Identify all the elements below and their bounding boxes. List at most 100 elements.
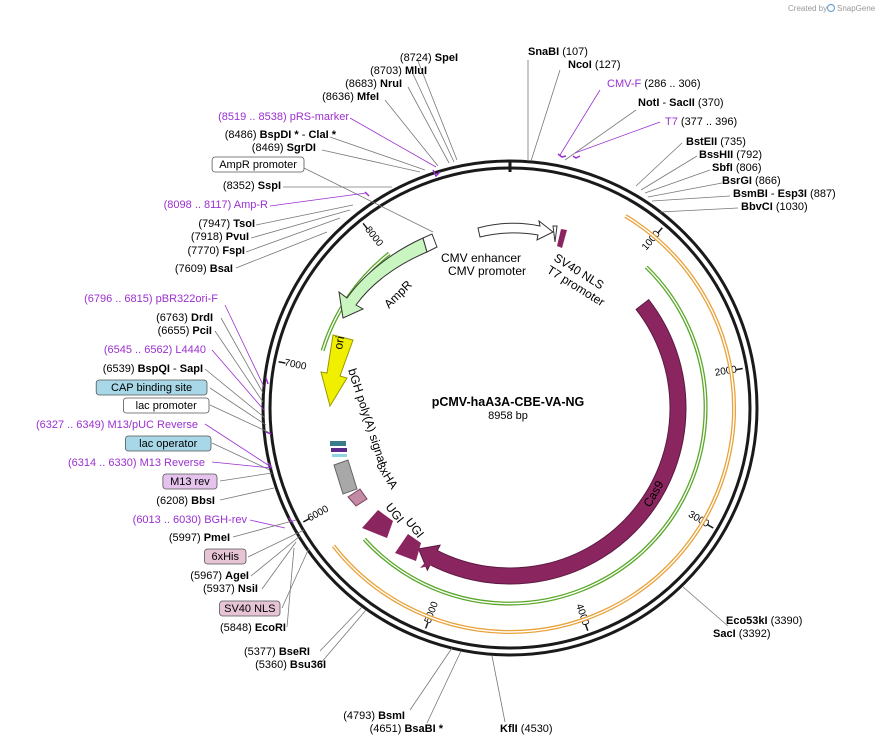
feature-box-label-31: SV40 NLS [224, 603, 275, 615]
left-label-33: (5377) BseRI [244, 646, 310, 658]
left-label-17: (6545 .. 6562) L4440 [104, 344, 206, 356]
left-label-2: (8683) NruI [345, 78, 402, 90]
feature-box-31 [219, 600, 281, 617]
left-label-27: (5997) PmeI [169, 532, 230, 544]
m13-mark [331, 448, 347, 452]
left-label-3: (8636) MfeI [322, 91, 379, 103]
left-label-34: (5360) Bsu36I [255, 659, 326, 671]
tick-2000 [735, 367, 743, 371]
left-label-21: (6327 .. 6349) M13/pUC Reverse [36, 419, 198, 431]
leader-lines [204, 60, 739, 724]
left-label-0: (8724) SpeI [400, 52, 458, 64]
left-label-30: (5937) NsiI [203, 583, 258, 595]
left-label-23: (6314 .. 6330) M13 Reverse [68, 457, 205, 469]
right-label-1: BssHII (792) [699, 149, 762, 161]
left-label-18: (6539) BspQI - SapI [103, 363, 203, 375]
left-label-32: (5848) EcoRI [220, 622, 286, 634]
left-label-16: (6655) PciI [158, 325, 212, 337]
feature-box-label-24: M13 rev [170, 476, 210, 488]
tick-8000 [362, 222, 369, 230]
bottom-label-1: (4651) BsaBI * [370, 723, 444, 735]
left-label-4: (8519 .. 8538) pRS-marker [218, 111, 349, 123]
top-label-2: CMV-F (286 .. 306) [607, 78, 701, 90]
plasmid-size: 8958 bp [488, 410, 528, 422]
left-label-12: (7770) FspI [188, 245, 245, 257]
feature-box-19 [95, 379, 208, 396]
top-label-1: NcoI (127) [568, 59, 621, 71]
right-labels: BstEII (735)BssHII (792)SbfI (806)BsrGI … [686, 136, 836, 640]
cas9-feature [417, 298, 687, 585]
left-label-26: (6013 .. 6030) BGH-rev [133, 514, 248, 526]
left-label-11: (7918) PvuI [191, 231, 249, 243]
tick-4000 [584, 623, 589, 632]
feature-box-7 [211, 156, 305, 173]
ugi-arrow-2 [395, 534, 421, 561]
feature-box-label-7: AmpR promoter [219, 159, 297, 171]
feature-box-24 [162, 473, 218, 490]
top-label-0: SnaBI (107) [528, 46, 588, 58]
cmv-feature [477, 219, 554, 241]
left-label-10: (7947) TsoI [198, 218, 255, 230]
left-label-8: (8352) SspI [223, 180, 281, 192]
bottom-labels: (4793) BsmI(4651) BsaBI * KflI (4530) [343, 710, 552, 735]
plasmid-name: pCMV-haA3A-CBE-VA-NG [432, 395, 585, 409]
tick-5000 [424, 621, 429, 629]
tick-6000 [302, 517, 310, 523]
snapgene-logo [826, 3, 836, 13]
tick-label-8000: 8000 [362, 225, 385, 250]
left-label-1: (8703) MluI [370, 65, 427, 77]
right-label-5: BbvCI (1030) [741, 201, 808, 213]
cmv-enhancer-label: CMV enhancer [441, 251, 521, 265]
left-label-29: (5967) AgeI [190, 570, 249, 582]
feature-box-label-28: 6xHis [211, 551, 239, 563]
right-label-3: BsrGI (866) [722, 175, 781, 187]
bgh-label: bGH poly(A) signal [345, 367, 389, 467]
left-label-5: (8486) BspDI * - ClaI * [225, 129, 337, 141]
bottom-label-2: KflI (4530) [500, 723, 553, 735]
left-label-13: (7609) BsaI [175, 263, 233, 275]
lac-operator-mark [330, 441, 346, 446]
primer-marks [265, 153, 581, 524]
tick-3000 [706, 523, 714, 529]
bottom-label-0: (4793) BsmI [343, 710, 405, 722]
cmv-promoter-label: CMV promoter [448, 264, 526, 278]
right-label-7: SacI (3392) [713, 628, 771, 640]
tick-1000 [657, 227, 663, 234]
sv40-nls-mark [557, 229, 567, 248]
ampr-feature [338, 237, 428, 319]
t7-mark [552, 225, 558, 243]
left-label-14: (6796 .. 6815) pBR322ori-F [84, 293, 218, 305]
orf-band-core [332, 215, 735, 633]
right-label-4: BsmBI - Esp3I (887) [733, 188, 836, 200]
feature-box-28 [204, 548, 247, 565]
left-label-6: (8469) SgrDI [252, 142, 316, 154]
tick-label-2000: 2000 [714, 364, 738, 379]
tick-label-6000: 6000 [306, 504, 331, 525]
right-label-2: SbfI (806) [712, 162, 762, 174]
top-labels: SnaBI (107)NcoI (127) CMV-F (286 .. 306) N… [528, 46, 737, 128]
credit-text: Created by [788, 4, 827, 13]
feature-box-22 [125, 435, 212, 452]
tick-label-7000: 7000 [283, 358, 307, 373]
bgh-polya-feature [333, 459, 358, 495]
feature-box-label-20: lac promoter [136, 400, 197, 412]
cap-mark [332, 454, 347, 457]
feature-box-label-19: CAP binding site [111, 382, 192, 394]
top-label-3: NotI - SacII (370) [638, 97, 724, 109]
orf-arrow-main-core [363, 266, 707, 605]
right-label-6: Eco53kI (3390) [726, 615, 802, 627]
ugi-arrow-3 [420, 553, 446, 568]
top-label-4: T7 (377 .. 396) [665, 116, 737, 128]
ori-label: ori [331, 335, 347, 351]
left-label-9: (8098 .. 8117) Amp-R [164, 199, 268, 211]
ugi-arrow-1 [362, 510, 393, 538]
ampr-promoter-mark [422, 233, 438, 253]
feature-box-20 [123, 397, 210, 414]
left-label-15: (6763) DrdI [156, 312, 213, 324]
3xha-feature [347, 488, 368, 507]
right-label-0: BstEII (735) [686, 136, 746, 148]
ampr-label: AmpR [381, 277, 415, 311]
ori-feature [320, 334, 354, 408]
tick-7000 [278, 360, 286, 364]
